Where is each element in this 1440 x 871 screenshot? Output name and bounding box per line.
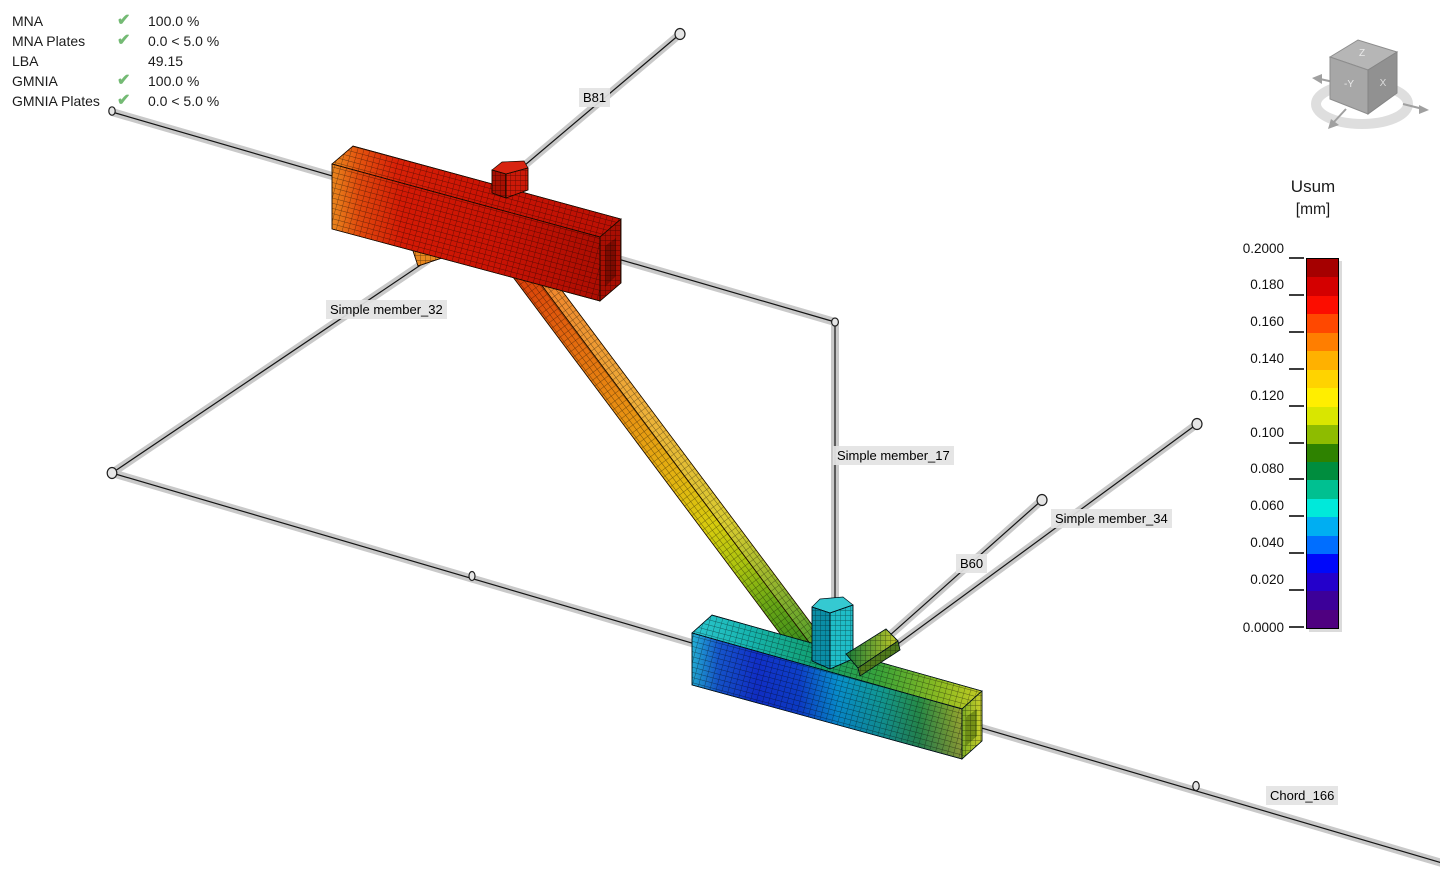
- legend-tick-label: 0.100: [1250, 424, 1284, 440]
- legend-tick-label: 0.020: [1250, 572, 1284, 588]
- axis-arrows: [1312, 74, 1429, 129]
- fem-body-top-chord[interactable]: [331, 145, 622, 302]
- fem-stub-b60[interactable]: [845, 628, 901, 677]
- legend-color-band: [1307, 406, 1338, 426]
- result-row: GMNIA Plates ✔ 0.0 < 5.0 %: [12, 91, 219, 111]
- member-label-m32[interactable]: Simple member_32: [326, 300, 447, 319]
- member-label-chord166[interactable]: Chord_166: [1266, 786, 1339, 805]
- nav-cube-front-label: -Y: [1344, 79, 1354, 90]
- nav-cube-right-label: X: [1380, 78, 1387, 89]
- legend-tick-label: 0.120: [1250, 387, 1284, 403]
- legend-color-band: [1307, 535, 1338, 555]
- legend-tick-label: 0.040: [1250, 535, 1284, 551]
- result-label: GMNIA: [12, 73, 58, 89]
- legend-tick-label: 0.140: [1250, 350, 1284, 366]
- fem-brace[interactable]: [497, 256, 832, 658]
- legend-color-band: [1307, 480, 1338, 499]
- legend-unit: [mm]: [1295, 201, 1331, 218]
- nav-cube[interactable]: Z -Y X: [1311, 39, 1429, 129]
- legend-color-band: [1307, 277, 1338, 296]
- legend-color-band: [1307, 591, 1338, 610]
- fem-stub-m17[interactable]: [811, 596, 854, 670]
- legend-tick-label: 0.060: [1250, 498, 1284, 514]
- result-row: LBA 49.15: [12, 51, 219, 71]
- legend-tick: [1289, 257, 1304, 259]
- legend-color-band: [1307, 295, 1338, 315]
- result-row: GMNIA ✔ 100.0 %: [12, 71, 219, 91]
- member-label-b81[interactable]: B81: [579, 88, 611, 107]
- legend-color-band: [1307, 498, 1338, 518]
- result-row: MNA Plates ✔ 0.0 < 5.0 %: [12, 31, 219, 51]
- results-panel: MNA ✔ 100.0 % MNA Plates ✔ 0.0 < 5.0 % LBA 49.1…: [12, 11, 219, 111]
- fem-body-bottom-chord[interactable]: [691, 596, 983, 760]
- node-marker[interactable]: [1191, 417, 1203, 431]
- node-marker[interactable]: [106, 466, 118, 480]
- legend-color-band: [1307, 369, 1338, 389]
- legend-tick: [1289, 515, 1304, 518]
- legend-color-band: [1307, 554, 1338, 573]
- legend-tick: [1289, 330, 1304, 333]
- member-line-m34[interactable]: [869, 420, 1200, 667]
- legend-color-band: [1307, 461, 1338, 481]
- result-label: MNA Plates: [12, 33, 86, 49]
- result-value: 100.0 %: [148, 13, 200, 29]
- legend-tick-label: 0.0000: [1242, 620, 1284, 635]
- nav-cube-right-face[interactable]: [1367, 51, 1398, 115]
- result-label: LBA: [12, 53, 39, 69]
- legend-color-band: [1307, 388, 1338, 407]
- result-row: MNA ✔ 100.0 %: [12, 11, 219, 31]
- legend-color-band: [1307, 609, 1338, 629]
- legend-tick: [1289, 589, 1304, 592]
- legend-tick-label: 0.180: [1250, 276, 1284, 292]
- legend-tick-label: 0.2000: [1242, 241, 1284, 256]
- result-label: GMNIA Plates: [12, 93, 100, 109]
- member-line-b60[interactable]: [859, 497, 1045, 663]
- member-lines: [109, 30, 1440, 867]
- result-value: 0.0 < 5.0 %: [148, 93, 220, 109]
- legend-tick: [1289, 404, 1304, 407]
- check-icon: ✔: [117, 72, 131, 89]
- node-markers: [106, 27, 1203, 792]
- legend-tick-label: 0.080: [1250, 461, 1284, 477]
- check-icon: ✔: [117, 92, 131, 109]
- legend-tick: [1289, 367, 1304, 370]
- member-label-m34[interactable]: Simple member_34: [1051, 509, 1172, 528]
- legend-tick: [1289, 552, 1304, 555]
- node-marker[interactable]: [468, 570, 476, 582]
- legend-color-band: [1307, 517, 1338, 536]
- result-label: MNA: [12, 13, 44, 29]
- node-marker[interactable]: [1192, 780, 1200, 792]
- legend-colorbar: [1306, 258, 1339, 629]
- member-label-b60[interactable]: B60: [956, 554, 988, 573]
- result-value: 49.15: [148, 53, 184, 69]
- fem-stub-b81[interactable]: [491, 160, 529, 199]
- legend-tick: [1289, 293, 1304, 296]
- result-value: 100.0 %: [148, 73, 200, 89]
- check-icon: ✔: [117, 12, 131, 29]
- member-label-m17[interactable]: Simple member_17: [833, 446, 954, 465]
- legend-tick-label: 0.160: [1250, 313, 1284, 329]
- legend-title: Usum: [1290, 177, 1336, 196]
- legend-color-band: [1307, 572, 1338, 592]
- y-axis-arrow: [1332, 108, 1347, 124]
- legend-tick: [1289, 626, 1304, 628]
- legend-color-band: [1307, 443, 1338, 462]
- legend-color-band: [1307, 314, 1338, 333]
- legend-tick: [1289, 478, 1304, 481]
- node-marker[interactable]: [108, 106, 116, 116]
- node-marker[interactable]: [830, 317, 839, 327]
- legend-color-band: [1307, 259, 1338, 278]
- node-marker[interactable]: [1036, 493, 1048, 507]
- legend-color-band: [1307, 332, 1338, 352]
- legend-tick: [1289, 441, 1304, 444]
- member-line-m32[interactable]: [109, 256, 431, 477]
- nav-cube-top-label: Z: [1359, 48, 1365, 59]
- legend-color-band: [1307, 351, 1338, 370]
- result-value: 0.0 < 5.0 %: [148, 33, 220, 49]
- legend-color-band: [1307, 425, 1338, 444]
- check-icon: ✔: [117, 32, 131, 49]
- node-marker[interactable]: [674, 27, 686, 41]
